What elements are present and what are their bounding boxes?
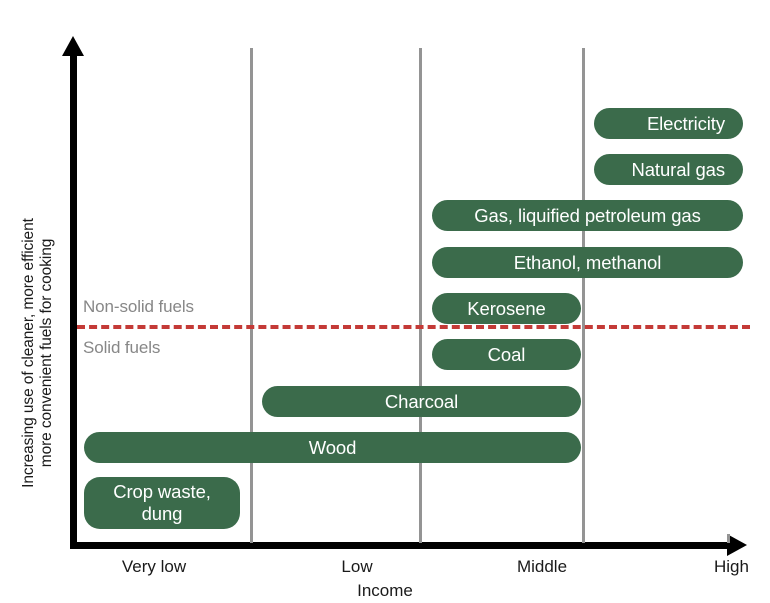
x-tick-mark-3	[582, 534, 585, 543]
x-axis-line	[70, 542, 730, 549]
bar-natural-gas[interactable]: Natural gas	[594, 154, 743, 185]
x-axis-arrowhead-icon	[727, 534, 747, 556]
x-tick-mark-1	[250, 534, 253, 543]
x-tick-label-very-low: Very low	[121, 557, 187, 576]
y-axis-arrowhead-icon	[62, 36, 84, 56]
bar-electricity[interactable]: Electricity	[594, 108, 743, 139]
x-tick-mark-2	[419, 534, 422, 543]
region-label-non-solid-fuels: Non-solid fuels	[83, 297, 194, 316]
region-label-solid-fuels: Solid fuels	[83, 338, 161, 357]
bar-crop-waste-dung[interactable]: Crop waste, dung	[84, 477, 240, 529]
x-tick-mark-4	[727, 534, 730, 543]
bar-charcoal[interactable]: Charcoal	[262, 386, 581, 417]
bar-wood[interactable]: Wood	[84, 432, 581, 463]
bar-coal[interactable]: Coal	[432, 339, 581, 370]
bar-kerosene[interactable]: Kerosene	[432, 293, 581, 324]
gridline-low-middle	[419, 48, 422, 543]
gridline-very-low-low	[250, 48, 253, 543]
y-axis-title: Increasing use of cleaner, more efficien…	[20, 218, 55, 488]
gridline-middle-high	[582, 48, 585, 543]
y-axis-line	[70, 52, 77, 549]
x-tick-label-middle: Middle	[516, 557, 568, 576]
bar-ethanol-methanol[interactable]: Ethanol, methanol	[432, 247, 743, 278]
x-axis-title: Income	[357, 581, 413, 600]
x-tick-label-high: High	[714, 557, 749, 576]
bar-lpg[interactable]: Gas, liquified petroleum gas	[432, 200, 743, 231]
solid-nonsolid-divider	[77, 325, 750, 329]
x-tick-label-low: Low	[341, 557, 373, 576]
